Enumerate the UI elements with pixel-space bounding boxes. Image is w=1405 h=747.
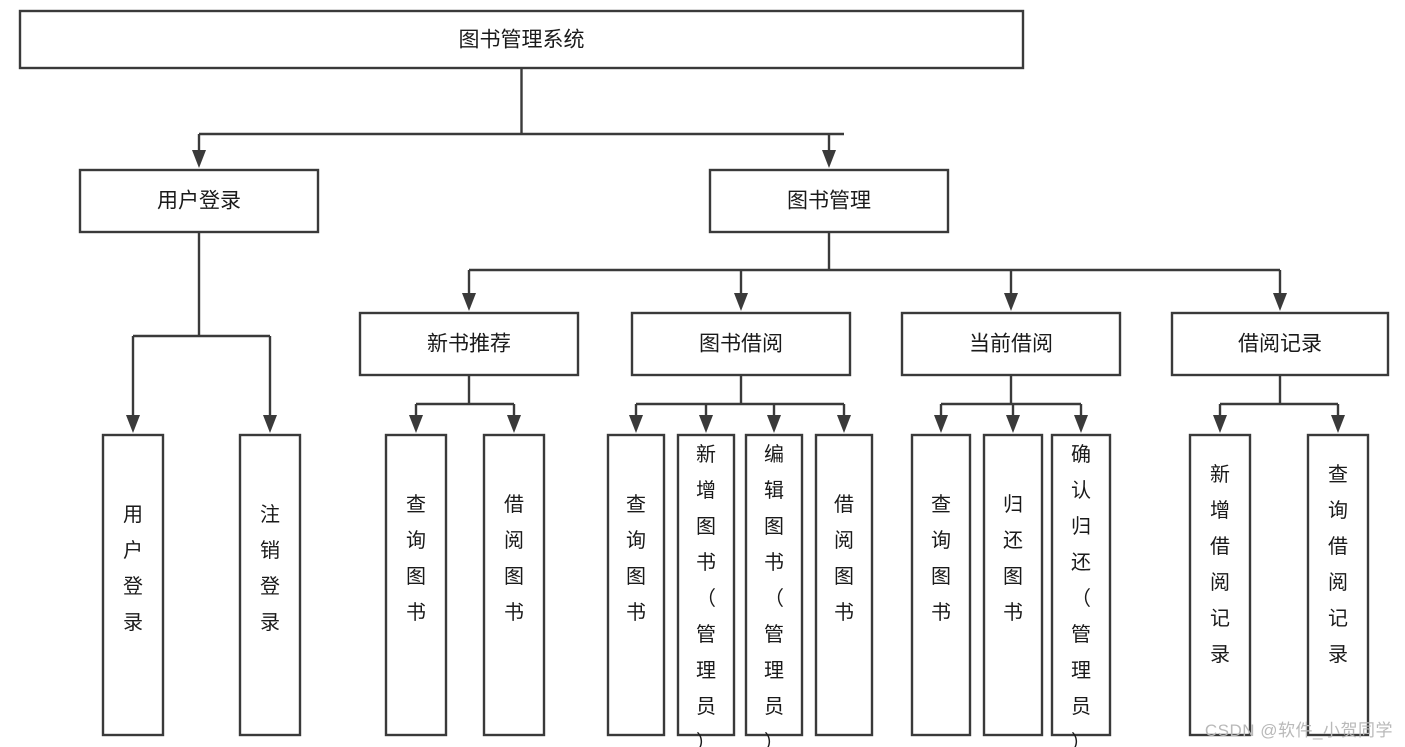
leaf-confirm-return-admin-label: 确认归还（管理员） [1071, 443, 1091, 747]
node-new-book-recommend[interactable]: 新书推荐 [358, 311, 580, 377]
leaf-query-book-borrow-label: 查询图书 [626, 493, 646, 624]
node-current-borrow-label: 当前借阅 [969, 333, 1053, 356]
leaf-add-book-admin-label: 新增图书（管理员） [696, 443, 716, 747]
leaf-borrow-book-recommend[interactable]: 借阅图书 [482, 433, 546, 737]
node-book-borrow-label: 图书借阅 [699, 333, 783, 356]
connector-user-login-to-leaves [126, 232, 277, 433]
node-new-book-recommend-label: 新书推荐 [427, 333, 511, 356]
connector-book-mgmt-to-level2 [462, 232, 1287, 311]
node-borrow-record[interactable]: 借阅记录 [1170, 311, 1390, 377]
node-user-login[interactable]: 用户登录 [78, 168, 320, 234]
connector-book-borrow-to-leaves [629, 375, 851, 433]
leaf-add-book-admin[interactable]: 新增图书（管理员） [676, 433, 736, 747]
leaf-logout-label: 注销登录 [260, 503, 280, 634]
leaf-return-book[interactable]: 归还图书 [982, 433, 1044, 737]
leaf-borrow-book[interactable]: 借阅图书 [814, 433, 874, 737]
connector-borrow-record-to-leaves [1213, 375, 1345, 433]
node-user-login-label: 用户登录 [157, 190, 241, 213]
node-current-borrow[interactable]: 当前借阅 [900, 311, 1122, 377]
leaf-borrow-book-recommend-label: 借阅图书 [504, 493, 524, 624]
node-book-management[interactable]: 图书管理 [708, 168, 950, 234]
leaf-query-book-current[interactable]: 查询图书 [910, 433, 972, 737]
leaf-edit-book-admin[interactable]: 编辑图书（管理员） [744, 433, 804, 747]
leaf-query-book-recommend-label: 查询图书 [406, 493, 426, 624]
leaf-query-book-current-label: 查询图书 [931, 493, 951, 624]
leaf-query-borrow-record[interactable]: 查询借阅记录 [1306, 433, 1370, 737]
node-root-label: 图书管理系统 [459, 29, 585, 52]
leaf-query-borrow-record-label: 查询借阅记录 [1328, 463, 1348, 666]
leaf-user-login[interactable]: 用户登录 [101, 433, 165, 737]
connector-new-book-to-leaves [409, 375, 521, 433]
csdn-watermark: CSDN @软件_小贺同学 [1204, 721, 1393, 740]
leaf-logout[interactable]: 注销登录 [238, 433, 302, 737]
node-borrow-record-label: 借阅记录 [1238, 333, 1322, 356]
leaf-confirm-return-admin[interactable]: 确认归还（管理员） [1050, 433, 1112, 747]
leaf-query-book-recommend[interactable]: 查询图书 [384, 433, 448, 737]
node-root[interactable]: 图书管理系统 [18, 9, 1025, 70]
leaf-edit-book-admin-label: 编辑图书（管理员） [764, 443, 784, 747]
connector-current-borrow-to-leaves [934, 375, 1088, 433]
leaf-borrow-book-label: 借阅图书 [834, 493, 854, 624]
node-book-management-label: 图书管理 [787, 190, 871, 213]
connector-root-to-level1 [192, 68, 844, 168]
leaf-query-book-borrow[interactable]: 查询图书 [606, 433, 666, 737]
leaf-add-borrow-record-label: 新增借阅记录 [1210, 463, 1230, 666]
leaf-user-login-label: 用户登录 [123, 504, 143, 634]
leaf-return-book-label: 归还图书 [1003, 493, 1023, 624]
leaf-add-borrow-record[interactable]: 新增借阅记录 [1188, 433, 1252, 737]
node-book-borrow[interactable]: 图书借阅 [630, 311, 852, 377]
